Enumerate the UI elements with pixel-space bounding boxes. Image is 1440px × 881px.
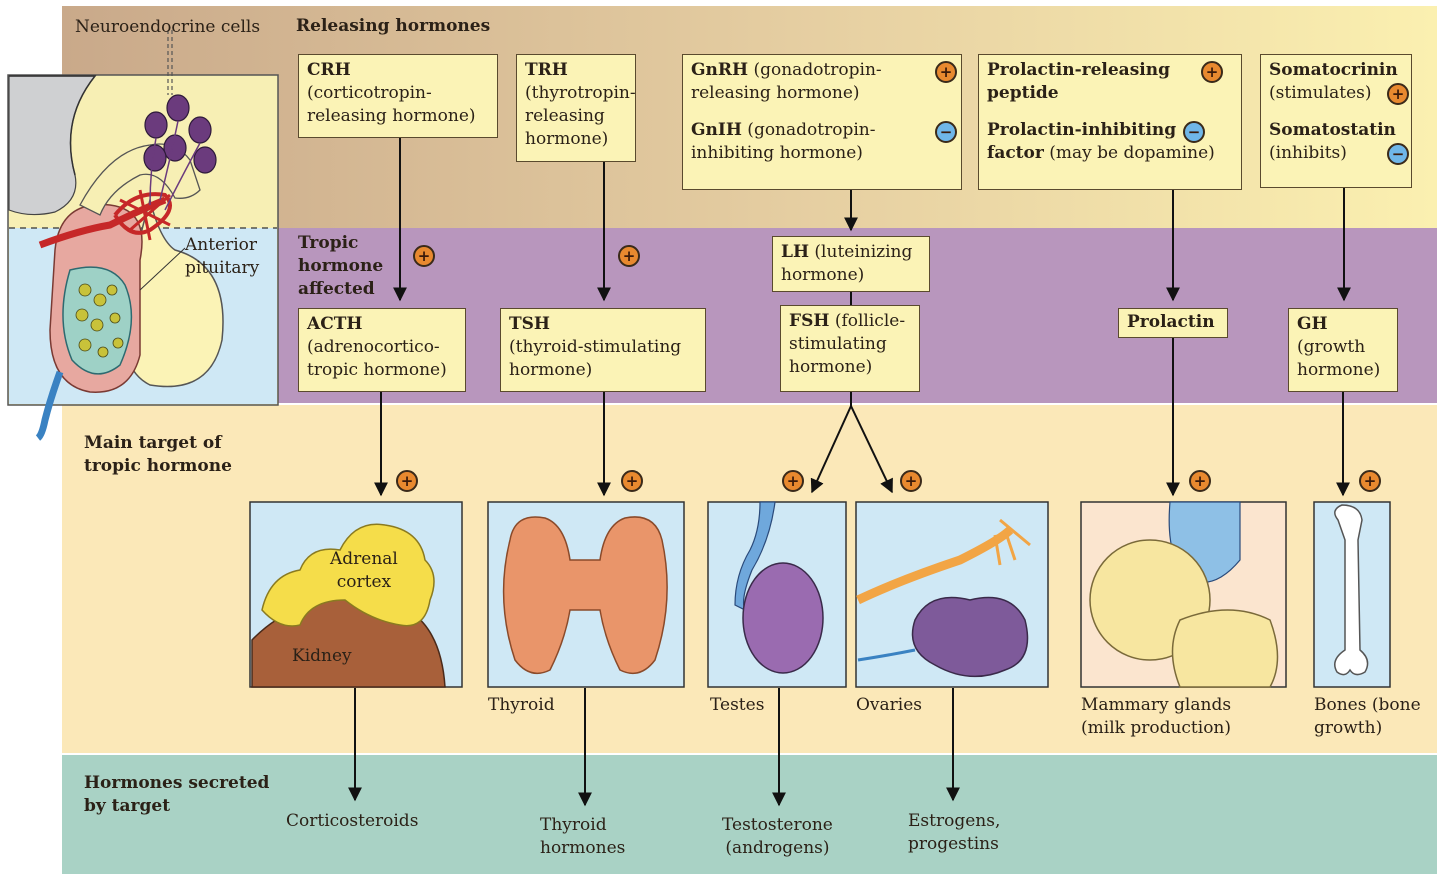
bone-panel (1313, 501, 1391, 688)
anterior-pituitary-label: Anterior pituitary (185, 235, 260, 278)
adrenal-kidney-panel (249, 501, 463, 688)
arrows-target-to-secreted (348, 688, 960, 807)
neuroendocrine-cells-label: Neuroendocrine cells (75, 17, 261, 37)
releasing-hormones-label: Releasing hormones (296, 16, 491, 36)
mammary-panel (1080, 501, 1287, 688)
trh-box: TRH (thyrotropin- releasing hormone) (516, 54, 636, 162)
corticosteroids-label: Corticosteroids (286, 811, 419, 831)
inhibit-sign: − (935, 121, 957, 143)
inhibit-sign: − (1183, 121, 1205, 143)
testosterone-label: Testosterone (androgens) (722, 815, 833, 858)
arrows-tropic-to-target (374, 338, 1350, 497)
stimulate-sign: + (900, 470, 922, 492)
stimulate-sign: + (621, 470, 643, 492)
tsh-box: TSH (thyroid-stimulating hormone) (500, 308, 706, 392)
lh-box: LH (luteinizing hormone) (772, 236, 930, 292)
kidney-label: Kidney (292, 646, 352, 666)
gh-box: GH (growth hormone) (1288, 308, 1398, 392)
thyroid-panel (487, 501, 685, 688)
arrows-releasing-to-tropic (393, 138, 1351, 302)
stimulate-sign: + (782, 470, 804, 492)
prolactin-box: Prolactin (1118, 308, 1228, 338)
pituitary-illustration (7, 30, 279, 441)
tropic-hormone-label: Tropic hormone affected (298, 233, 384, 299)
mammary-glands-label: Mammary glands (milk production) (1081, 695, 1232, 738)
thyroid-label: Thyroid (488, 695, 555, 715)
acth-box: ACTH (adrenocortico- tropic hormone) (298, 308, 466, 392)
stimulate-sign: + (413, 245, 435, 267)
stimulate-sign: + (396, 470, 418, 492)
stimulate-sign: + (935, 61, 957, 83)
crh-box: CRH (corticotropin- releasing hormone) (298, 54, 498, 138)
stimulate-sign: + (618, 245, 640, 267)
testes-panel (707, 501, 847, 688)
estrogens-label: Estrogens, progestins (908, 811, 1001, 854)
adrenal-cortex-label: Adrenal cortex (330, 549, 398, 592)
gnrh-gnih-box: GnRH (gonadotropin- + releasing hormone)… (682, 54, 962, 190)
stimulate-sign: + (1201, 61, 1223, 83)
hormones-secreted-label: Hormones secreted by target (84, 773, 270, 816)
thyroid-hormones-label: Thyroid hormones (540, 815, 626, 858)
fsh-box: FSH (follicle- stimulating hormone) (780, 305, 920, 392)
secreted-band (62, 754, 1437, 874)
stimulate-sign: + (1189, 470, 1211, 492)
ovaries-panel (855, 501, 1049, 688)
somatocrinin-box: Somatocrinin (stimulates) + Somatostatin… (1260, 54, 1412, 188)
prolactin-releasing-box: Prolactin-releasing + peptide Prolactin-… (978, 54, 1242, 190)
main-target-label: Main target of tropic hormone (84, 433, 232, 476)
inhibit-sign: − (1387, 143, 1409, 165)
bones-label: Bones (bone growth) (1314, 695, 1421, 738)
stimulate-sign: + (1387, 83, 1409, 105)
ovaries-label: Ovaries (856, 695, 923, 715)
testes-label: Testes (710, 695, 765, 715)
stimulate-sign: + (1359, 470, 1381, 492)
